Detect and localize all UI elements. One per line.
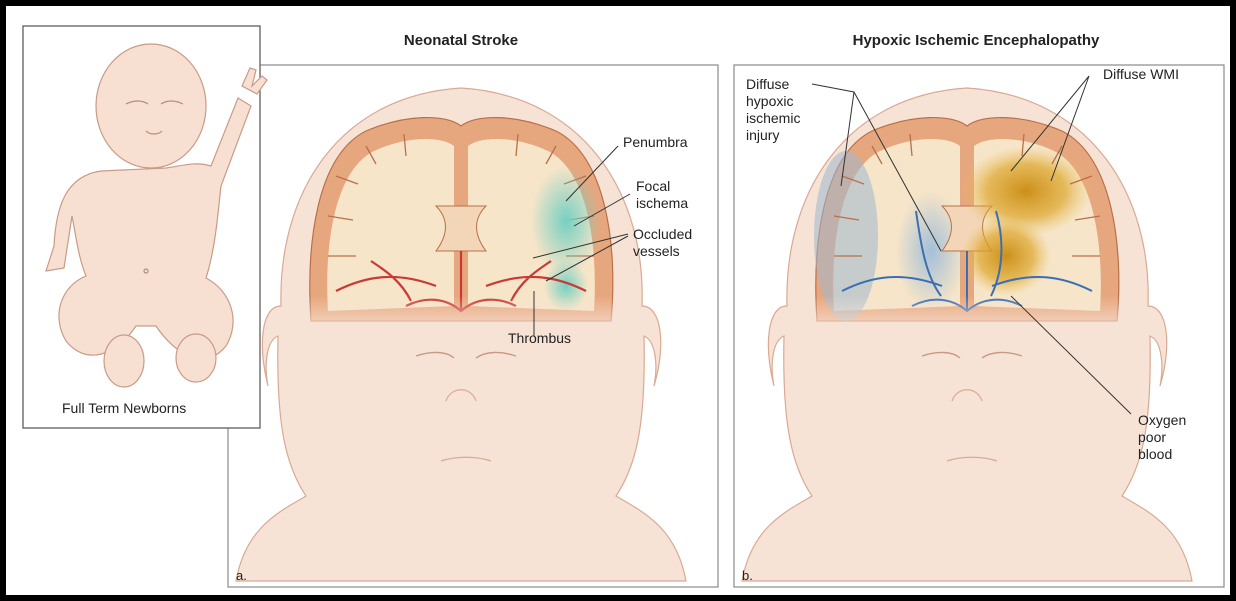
newborn-caption: Full Term Newborns xyxy=(62,400,186,417)
label-penumbra: Penumbra xyxy=(623,134,688,151)
newborn-panel xyxy=(23,26,267,428)
panel-a-brain xyxy=(306,118,616,336)
panel-a-letter: a. xyxy=(236,568,247,583)
label-diffuse-hypoxic-ischemic-injury: Diffuse hypoxic ischemic injury xyxy=(746,76,800,144)
label-focal-ischema: Focal ischema xyxy=(636,178,688,212)
label-oxygen-poor-blood: Oxygen poor blood xyxy=(1138,412,1186,463)
illustration xyxy=(6,6,1230,595)
panel-b-brain xyxy=(812,118,1122,336)
panel-b xyxy=(734,65,1224,587)
label-diffuse-wmi: Diffuse WMI xyxy=(1103,66,1179,83)
label-occluded-vessels: Occluded vessels xyxy=(633,226,692,260)
label-thrombus: Thrombus xyxy=(508,330,571,347)
panel-b-title: Hypoxic Ischemic Encephalopathy xyxy=(826,32,1126,49)
figure-frame: Neonatal Stroke Hypoxic Ischemic Encepha… xyxy=(6,6,1230,595)
panel-b-letter: b. xyxy=(742,568,753,583)
panel-a-title: Neonatal Stroke xyxy=(366,32,556,49)
